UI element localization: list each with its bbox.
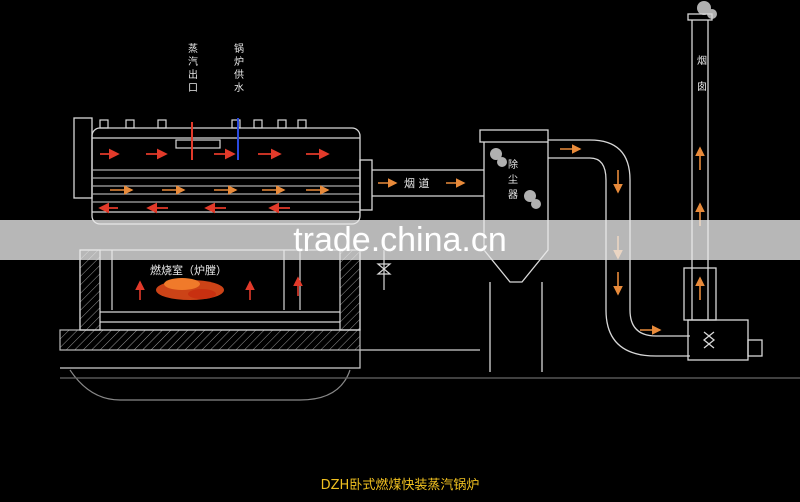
drum-fittings xyxy=(99,119,307,149)
diagram-caption: DZH卧式燃煤快装蒸汽锅炉 xyxy=(320,478,480,493)
label-dust-collector: 除尘器 xyxy=(508,158,518,201)
drum-flow-arrows xyxy=(98,148,330,214)
label-combustion-chamber: 燃烧室（炉膛） xyxy=(150,263,227,277)
label-water-supply: 锅炉供水 xyxy=(234,43,244,94)
label-flue: 烟 道 xyxy=(404,176,430,190)
fire xyxy=(156,278,224,300)
label-steam-outlet: 蒸汽出口 xyxy=(188,43,198,94)
watermark-band xyxy=(0,220,800,260)
foundation xyxy=(59,329,800,401)
watermark: trade.china.cn xyxy=(293,221,507,259)
smoke-puffs xyxy=(490,1,717,209)
fan-icon xyxy=(687,319,763,361)
flue-duct xyxy=(372,169,484,197)
connecting-duct xyxy=(548,139,690,357)
chimney xyxy=(683,13,717,321)
furnace-up-arrows xyxy=(135,276,303,300)
label-chimney: 烟囱 xyxy=(697,54,707,93)
